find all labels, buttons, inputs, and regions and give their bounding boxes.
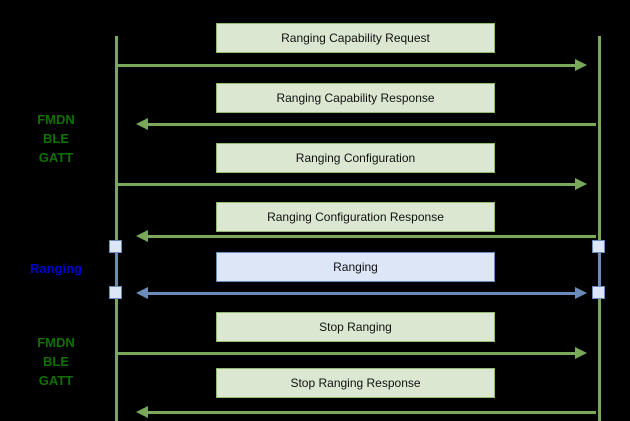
protocol-label-bottom-line-1: FMDN xyxy=(37,335,75,350)
activation-segment-right xyxy=(598,246,601,292)
message-box-ranging-capability-response: Ranging Capability Response xyxy=(216,83,495,113)
arrowhead-right-icon xyxy=(575,347,587,359)
protocol-label-bottom-line-3: GATT xyxy=(38,373,74,388)
protocol-label-top: FMDN BLE GATT xyxy=(0,110,112,167)
message-box-stop-ranging-response: Stop Ranging Response xyxy=(216,368,495,398)
activation-left-end xyxy=(109,286,122,299)
message-box-stop-ranging: Stop Ranging xyxy=(216,312,495,342)
message-box-ranging-configuration-response: Ranging Configuration Response xyxy=(216,202,495,232)
protocol-label-top-line-2: BLE xyxy=(43,131,69,146)
protocol-label-ranging: Ranging xyxy=(0,259,112,278)
protocol-label-top-line-1: FMDN xyxy=(37,112,75,127)
arrowhead-right-icon xyxy=(575,59,587,71)
protocol-label-top-line-3: GATT xyxy=(38,150,74,165)
arrowhead-left-icon xyxy=(136,406,148,418)
message-arrow-ranging xyxy=(136,287,587,299)
activation-right-start xyxy=(592,240,605,253)
message-arrow-ranging-capability-request xyxy=(117,59,587,71)
activation-left-start xyxy=(109,240,122,253)
activation-right-end xyxy=(592,286,605,299)
message-arrow-ranging-configuration xyxy=(117,178,587,190)
message-arrow-stop-ranging xyxy=(117,347,587,359)
arrowhead-left-icon xyxy=(136,287,148,299)
message-box-ranging-configuration: Ranging Configuration xyxy=(216,143,495,173)
arrowhead-right-icon xyxy=(575,178,587,190)
protocol-label-bottom-line-2: BLE xyxy=(43,354,69,369)
protocol-label-ranging-line-1: Ranging xyxy=(30,261,82,276)
arrowhead-left-icon xyxy=(136,230,148,242)
arrowhead-right-icon xyxy=(575,287,587,299)
protocol-label-bottom: FMDN BLE GATT xyxy=(0,333,112,390)
left-lifeline xyxy=(115,36,118,421)
message-arrow-ranging-capability-response xyxy=(136,118,596,130)
message-arrow-stop-ranging-response xyxy=(136,406,596,418)
message-box-ranging-capability-request: Ranging Capability Request xyxy=(216,23,495,53)
right-lifeline xyxy=(598,36,601,421)
arrowhead-left-icon xyxy=(136,118,148,130)
message-box-ranging: Ranging xyxy=(216,252,495,282)
activation-segment-left xyxy=(115,246,118,292)
message-arrow-ranging-configuration-response xyxy=(136,230,596,242)
